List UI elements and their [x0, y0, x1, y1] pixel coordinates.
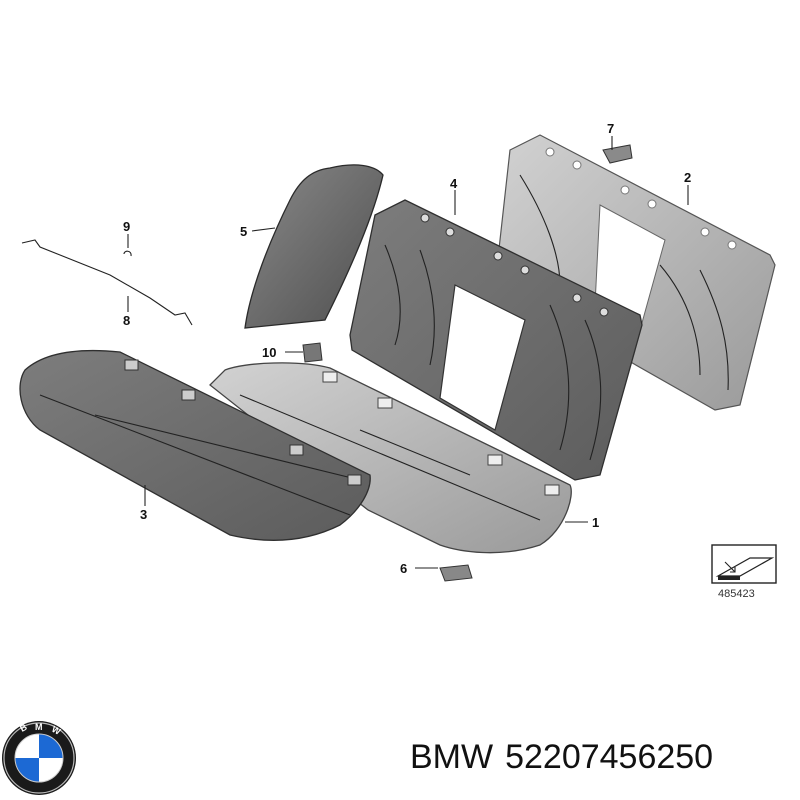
diagram-reference-box: 485423: [711, 544, 777, 600]
callout-1: 1: [592, 515, 599, 530]
svg-text:B: B: [18, 722, 29, 734]
backrest-frame-part: [494, 134, 776, 411]
callout-2: 2: [684, 170, 691, 185]
callout-10: 10: [262, 345, 276, 360]
wire-part: [21, 239, 193, 326]
side-bolster-part: [244, 164, 384, 329]
bracket-part-7: [602, 144, 633, 164]
seat-cushion-side-part: [19, 349, 371, 541]
part-number: 52207456250: [505, 738, 714, 776]
backrest-part: [349, 199, 643, 481]
callout-4: 4: [450, 176, 458, 191]
clip-part-10: [302, 342, 323, 363]
callout-9: 9: [123, 219, 130, 234]
bmw-roundel-icon: B M W: [2, 721, 76, 795]
callout-8: 8: [123, 313, 130, 328]
callout-3: 3: [140, 507, 147, 522]
svg-text:M: M: [35, 722, 43, 732]
diagram-ref-number: 485423: [718, 588, 755, 600]
part-number-footer: BMW 52207456250: [410, 738, 795, 777]
seat-cushion-part: [209, 362, 572, 554]
brand-name: BMW: [410, 738, 494, 776]
callout-7: 7: [607, 121, 614, 136]
plate-part-6: [439, 564, 473, 582]
callout-5: 5: [240, 224, 247, 239]
callout-6: 6: [400, 561, 407, 576]
leader-lines: [127, 136, 689, 569]
